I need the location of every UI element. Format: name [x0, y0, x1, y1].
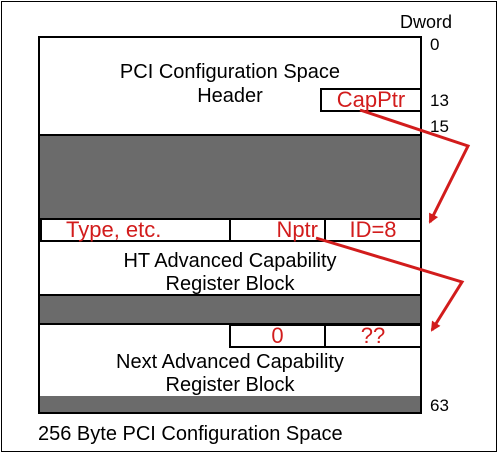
nptr-cell: Nptr [229, 218, 326, 242]
reserved-band-1 [40, 136, 420, 218]
reserved-band-2 [40, 296, 420, 323]
dword-mark-13: 13 [430, 91, 449, 110]
header-title-line1: PCI Configuration Space [119, 61, 341, 83]
ht-block-line1: HT Advanced Capability [123, 250, 337, 272]
next-block-line1: Next Advanced Capability [116, 351, 344, 373]
reserved-band-3 [40, 396, 420, 412]
dword-mark-0: 0 [430, 35, 440, 54]
ht-block-divider [40, 294, 420, 296]
type-cell: Type, etc. [40, 218, 231, 242]
config-space-stack: PCI Configuration Space Header CapPtr Ty… [38, 36, 422, 414]
qq-cell: ?? [324, 324, 422, 348]
dword-mark-15: 15 [430, 117, 449, 136]
dword-mark-63: 63 [430, 396, 449, 415]
diagram-caption: 256 Byte PCI Configuration Space [38, 423, 343, 445]
header-divider [40, 134, 420, 136]
dword-header-label: Dword [400, 12, 453, 32]
capptr-cell: CapPtr [320, 88, 422, 112]
next-block-line2: Register Block [165, 374, 295, 396]
zero-cell: 0 [229, 324, 326, 348]
header-title-line2: Header [197, 85, 263, 107]
ht-block-line2: Register Block [165, 273, 295, 295]
id-cell: ID=8 [324, 218, 422, 242]
